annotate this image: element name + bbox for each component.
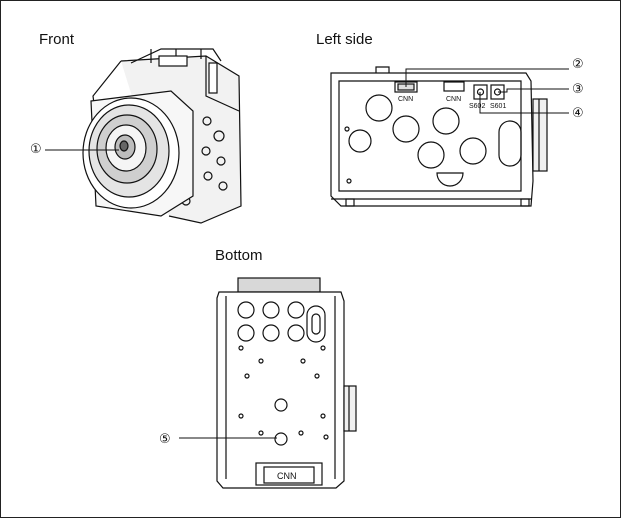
callout-4: ④ bbox=[572, 106, 584, 121]
callout-1: ① bbox=[30, 142, 42, 157]
left-cnn-label-1: CNN bbox=[398, 96, 413, 103]
callout-3: ③ bbox=[572, 82, 584, 97]
left-cnn-label-2: CNN bbox=[446, 96, 461, 103]
left-side-drawing bbox=[330, 66, 569, 207]
switch-s601-label: S601 bbox=[490, 103, 506, 110]
callout-5: ⑤ bbox=[159, 432, 171, 447]
bottom-cnn-label: CNN bbox=[277, 471, 297, 481]
bottom-view-label: Bottom bbox=[215, 247, 263, 264]
callout-2: ② bbox=[572, 57, 584, 72]
left-side-view-label: Left side bbox=[316, 31, 373, 48]
switch-s602-label: S602 bbox=[469, 103, 485, 110]
front-camera-drawing bbox=[45, 48, 242, 224]
front-view-label: Front bbox=[39, 31, 75, 48]
bottom-drawing bbox=[179, 277, 357, 489]
